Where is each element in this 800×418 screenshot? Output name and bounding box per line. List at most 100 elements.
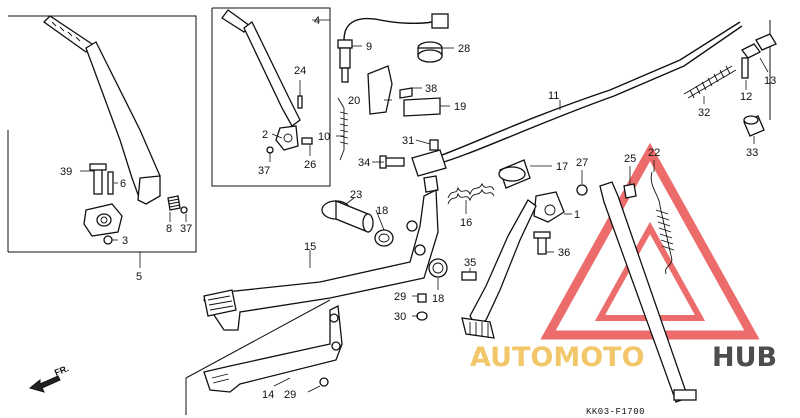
- lever-arm-14: [203, 304, 343, 393]
- callout-3: 3: [122, 235, 128, 247]
- cap-33: [743, 115, 765, 137]
- switch-wire: [343, 17, 433, 41]
- callout-26: 26: [304, 159, 316, 171]
- shift-tip: [461, 317, 495, 339]
- callout-29a: 29: [394, 291, 406, 303]
- bolt-24: [297, 95, 303, 109]
- side-stand: [576, 171, 697, 403]
- front-label: FR.: [53, 363, 70, 378]
- nut-3: [103, 235, 113, 245]
- shift-boss: [533, 191, 565, 223]
- spring-16: [447, 182, 495, 205]
- collar-17: [498, 159, 531, 189]
- nut-30: [416, 311, 428, 321]
- plate-19: [403, 97, 441, 117]
- bracket-20: [367, 65, 441, 117]
- grommet-28: [417, 41, 443, 63]
- watermark-text: AUTOMOTO HUB: [470, 342, 777, 373]
- rod-line: [427, 21, 741, 161]
- callout-27: 27: [576, 157, 588, 169]
- leader-lines: [80, 19, 769, 393]
- rod-end: [411, 149, 447, 177]
- callout-24: 24: [294, 65, 306, 77]
- brake-pedal-15: [203, 188, 439, 331]
- callout-37b: 37: [180, 223, 192, 235]
- callout-5: 5: [136, 271, 142, 283]
- bolt-36: [533, 231, 551, 255]
- callout-28: 28: [458, 43, 470, 55]
- neutral-switch-9: [337, 13, 449, 83]
- front-direction-indicator: FR.: [28, 363, 70, 393]
- callout-14: 14: [262, 389, 274, 401]
- kick-rubber-grip: [42, 15, 93, 53]
- bolt-38: [399, 87, 413, 99]
- front-arrow-icon: [28, 375, 61, 393]
- oil-seal-18b: [428, 258, 448, 278]
- callout-25: 25: [624, 153, 636, 165]
- watermark-triangle-outer: [540, 142, 760, 340]
- kick-lever-4: [221, 9, 313, 154]
- kick-boss-assembly: [83, 163, 188, 245]
- shift-arm: [469, 199, 537, 327]
- bolt-26: [301, 137, 313, 145]
- callout-20: 20: [348, 95, 360, 107]
- callout-12: 12: [740, 91, 752, 103]
- callout-15: 15: [304, 241, 316, 253]
- nut-27: [576, 184, 588, 196]
- callout-8: 8: [166, 223, 172, 235]
- assembly-5-box: [8, 15, 197, 253]
- callout-11: 11: [548, 90, 559, 102]
- gear-shift-pedal-1: [461, 191, 565, 339]
- callout-36: 36: [558, 247, 570, 259]
- callout-31: 31: [402, 135, 414, 147]
- kick-boss-2: [275, 125, 299, 151]
- callout-23: 23: [350, 189, 362, 201]
- callout-29b: 29: [284, 389, 296, 401]
- callout-35: 35: [464, 257, 476, 269]
- callout-1: 1: [574, 209, 580, 221]
- callout-6: 6: [120, 178, 126, 190]
- kick-arm-4: [243, 21, 301, 127]
- spring-10: [337, 97, 349, 161]
- callout-2: 2: [262, 129, 268, 141]
- callout-37a: 37: [258, 165, 270, 177]
- callout-18a: 18: [376, 205, 388, 217]
- callout-13: 13: [764, 75, 776, 87]
- assembly-4-box: [211, 7, 331, 187]
- shift-rod-11: [411, 21, 743, 193]
- pin-6: [107, 171, 114, 195]
- bolt-25: [623, 183, 637, 199]
- pivot-bolt-23: [321, 200, 374, 233]
- pedal-arm: [203, 188, 439, 331]
- callout-17: 17: [556, 161, 568, 173]
- watermark-text-part1: AUTOMOTO: [470, 342, 645, 373]
- connector: [431, 13, 449, 29]
- callout-9: 9: [366, 41, 372, 53]
- spring-32: [683, 65, 737, 99]
- callout-19: 19: [454, 101, 466, 113]
- callout-33: 33: [746, 147, 758, 159]
- callout-39: 39: [60, 166, 72, 178]
- callout-numbers: 4 9 28 11 13 24 38 20 19 12 32 10 2 31 3…: [60, 15, 776, 401]
- bolt-39: [93, 167, 103, 195]
- diagram-code: KK03-F1700: [586, 407, 645, 417]
- oil-seal-18a: [374, 229, 394, 247]
- callout-16: 16: [460, 217, 472, 229]
- bolt-29b: [319, 377, 329, 387]
- assembly-14-box-diag: [185, 299, 331, 379]
- clip-37b: [180, 206, 188, 214]
- parts-13-12: [741, 33, 777, 79]
- callout-30: 30: [394, 311, 406, 323]
- kick-lever-5: [42, 15, 161, 205]
- callout-4: 4: [314, 15, 320, 27]
- watermark-text-part2: HUB: [712, 342, 777, 373]
- callout-34: 34: [358, 157, 370, 169]
- stand-foot: [673, 389, 697, 401]
- bolt-29a: [417, 293, 427, 303]
- bolt-35: [461, 271, 477, 281]
- callout-10: 10: [318, 131, 330, 143]
- pin-31: [429, 139, 439, 151]
- lever-14: [203, 304, 343, 393]
